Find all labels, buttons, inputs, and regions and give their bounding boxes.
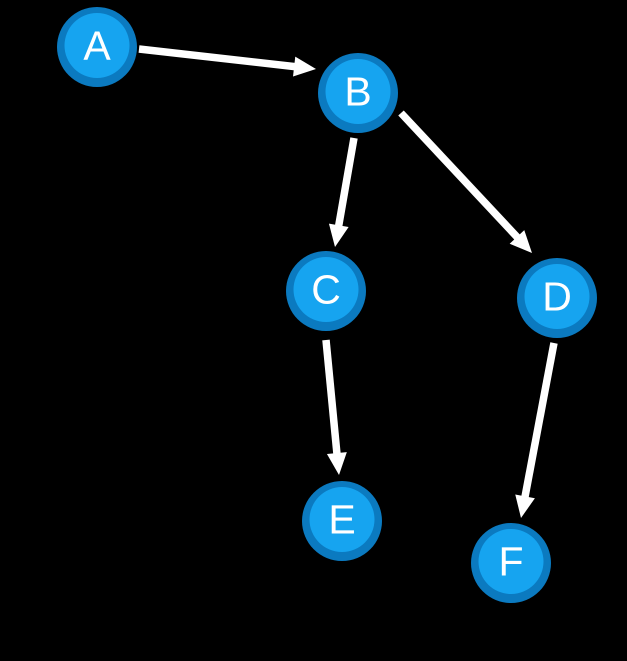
node-F[interactable]: F bbox=[471, 523, 551, 603]
edge-A-B bbox=[138, 45, 316, 77]
edge-arrowhead bbox=[326, 452, 347, 475]
edge-B-C bbox=[328, 137, 358, 247]
node-label: E bbox=[328, 497, 355, 543]
edge-line bbox=[520, 342, 558, 502]
edge-D-F bbox=[515, 342, 558, 518]
edge-B-D bbox=[398, 110, 532, 253]
node-C[interactable]: C bbox=[286, 251, 366, 331]
edge-C-E bbox=[322, 339, 347, 475]
edge-arrowhead bbox=[293, 56, 316, 77]
node-label: D bbox=[542, 274, 572, 320]
edge-arrowhead bbox=[515, 494, 535, 518]
node-circle bbox=[309, 487, 375, 552]
edge-arrowhead bbox=[509, 230, 532, 253]
node-label: F bbox=[498, 539, 523, 585]
edge-line bbox=[322, 339, 342, 458]
edge-line bbox=[138, 45, 299, 71]
node-A[interactable]: A bbox=[57, 7, 137, 87]
node-D[interactable]: D bbox=[517, 258, 597, 338]
node-B[interactable]: B bbox=[318, 53, 398, 133]
node-circle bbox=[325, 59, 391, 124]
node-label: C bbox=[311, 267, 341, 313]
node-E[interactable]: E bbox=[302, 481, 382, 561]
node-circle bbox=[524, 264, 590, 329]
node-circle bbox=[478, 529, 544, 594]
node-label: A bbox=[83, 23, 111, 69]
node-circle bbox=[64, 13, 130, 78]
edge-line bbox=[334, 137, 358, 230]
node-label: B bbox=[344, 69, 371, 115]
edge-line bbox=[398, 110, 523, 243]
edge-arrowhead bbox=[328, 223, 349, 247]
node-circle bbox=[293, 257, 359, 322]
